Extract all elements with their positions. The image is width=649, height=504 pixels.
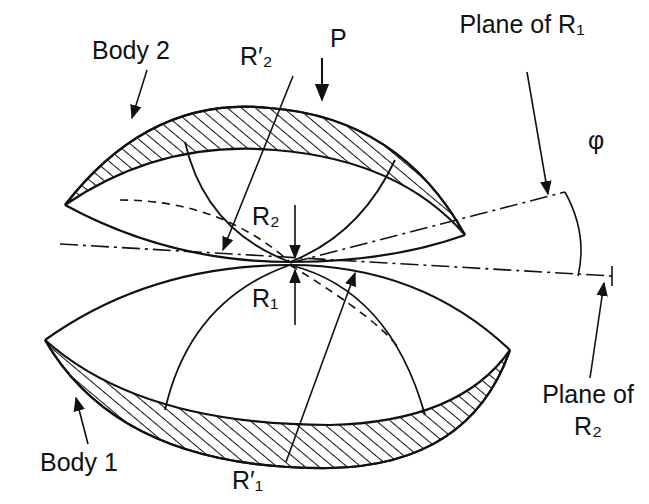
load-arrow <box>321 58 323 100</box>
part-label: Body 2 <box>92 34 170 66</box>
body2-outer <box>65 107 465 235</box>
body-outlines <box>45 107 510 468</box>
body1-leader <box>76 398 88 444</box>
r2-prime-radius <box>223 76 293 250</box>
radius-label: R′₂ <box>240 40 272 72</box>
radius-label: R′₁ <box>232 464 263 496</box>
plane-r1-line <box>290 192 565 263</box>
phi-arc <box>565 192 581 276</box>
plane-r1-leader <box>527 72 548 194</box>
r1-radius <box>294 270 296 325</box>
plane-r2-line <box>60 244 612 276</box>
plane-label: Plane of R₂ <box>538 378 638 442</box>
body1-meridian <box>165 265 290 410</box>
body1-meridian <box>290 265 425 415</box>
body2-meridian <box>185 142 290 262</box>
radius-label: R₂ <box>252 200 280 232</box>
plane-r2-leader <box>590 283 604 378</box>
body2-dashed-meridian <box>120 200 290 262</box>
body2-hatched-rim <box>65 107 465 235</box>
r2-radius <box>294 205 296 258</box>
body2-leader <box>132 70 147 118</box>
planes-and-radii <box>60 58 612 462</box>
r1-prime-radius <box>286 273 355 462</box>
body2-meridian <box>290 160 395 262</box>
body1-surface <box>45 265 510 350</box>
plane-label: Plane of R₁ <box>452 8 592 40</box>
part-label: Body 1 <box>40 446 118 478</box>
radius-label: R₁ <box>252 282 279 314</box>
body1-dashed-meridian <box>290 265 400 350</box>
angle-label: φ <box>588 124 604 156</box>
plane-tick <box>611 266 613 286</box>
load-label: P <box>330 22 347 54</box>
